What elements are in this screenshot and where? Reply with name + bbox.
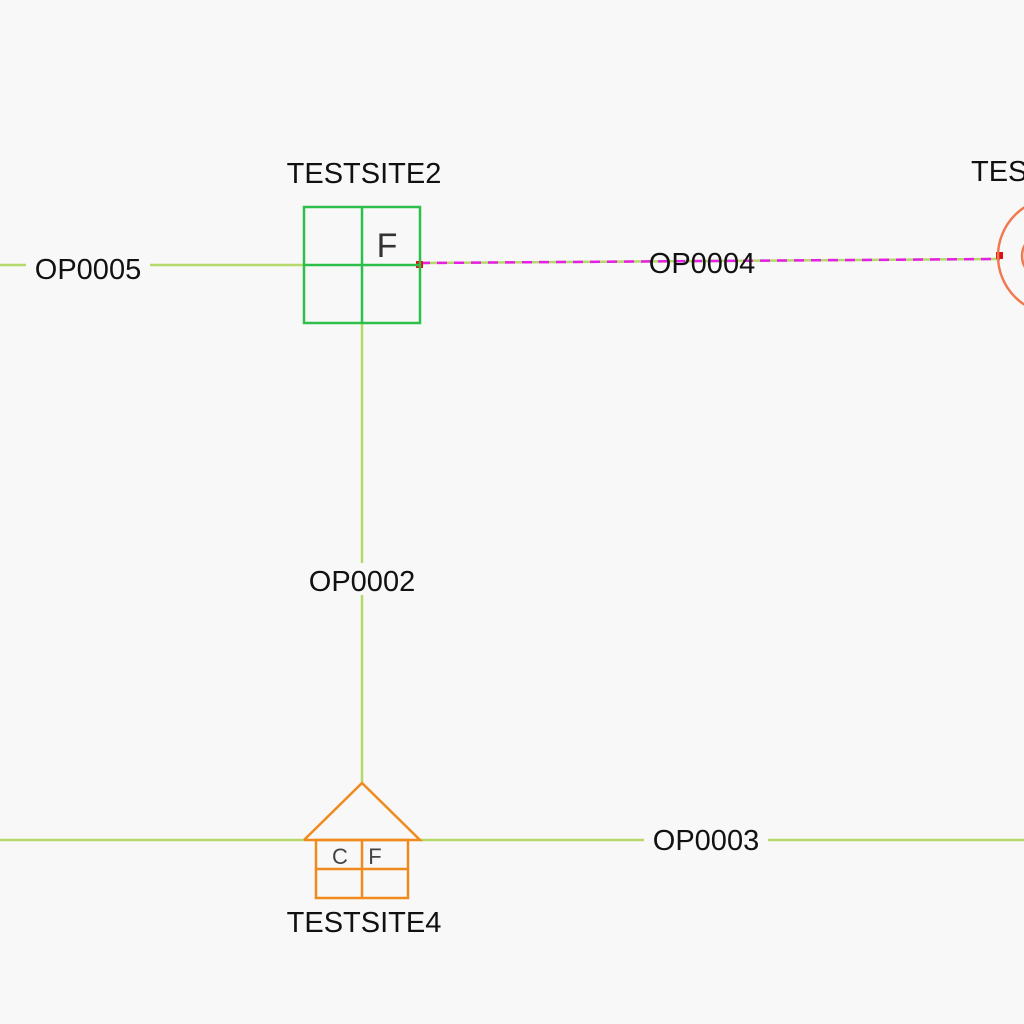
link-op0002-label-bg bbox=[300, 563, 424, 595]
grid-site-icon[interactable] bbox=[302, 205, 422, 325]
circle-site-icon[interactable] bbox=[996, 198, 1024, 314]
link-op0003-label-bg bbox=[644, 824, 768, 856]
link-op0002[interactable]: OP0002 bbox=[300, 323, 424, 783]
link-op0005-label-bg bbox=[26, 252, 150, 282]
site-partial-right-name: TES bbox=[971, 156, 1024, 188]
site-testsite4-left-label: C bbox=[332, 844, 348, 869]
link-op0004[interactable]: OP0004 bbox=[416, 248, 1003, 280]
link-op0003[interactable]: OP0003 bbox=[0, 824, 1024, 857]
link-op0004-label: OP0004 bbox=[649, 248, 755, 280]
site-testsite2-name: TESTSITE2 bbox=[287, 158, 442, 190]
link-op0004-endpoint-handle-end[interactable] bbox=[996, 252, 1003, 259]
site-partial-right[interactable]: TES bbox=[971, 156, 1024, 314]
link-op0003-label: OP0003 bbox=[653, 825, 759, 857]
site-testsite2[interactable]: TESTSITE2 F bbox=[287, 158, 442, 325]
site-testsite2-quadrant-label: F bbox=[377, 227, 398, 265]
site-testsite4[interactable]: C F TESTSITE4 bbox=[287, 781, 442, 939]
link-op0005-label: OP0005 bbox=[35, 254, 141, 286]
link-op0004-selection-dash[interactable] bbox=[419, 257, 1001, 265]
link-op0005[interactable]: OP0005 bbox=[0, 252, 304, 286]
site-testsite4-right-label: F bbox=[368, 844, 381, 869]
link-op0002-label: OP0002 bbox=[309, 566, 415, 598]
house-site-icon[interactable] bbox=[303, 781, 424, 900]
site-testsite4-name: TESTSITE4 bbox=[287, 907, 442, 939]
